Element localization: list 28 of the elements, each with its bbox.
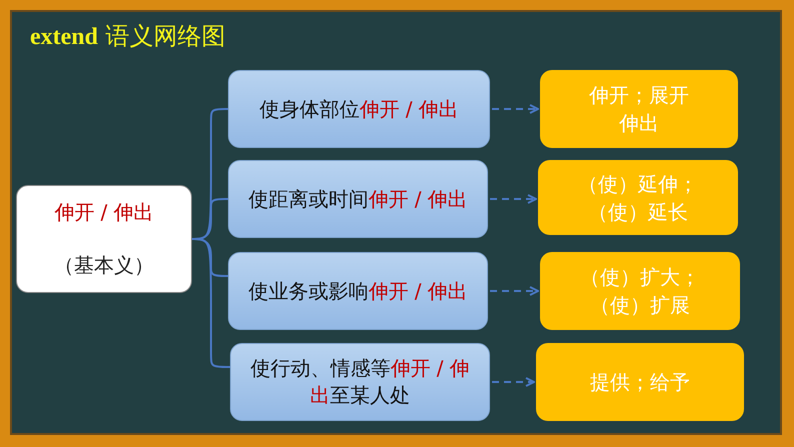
node-text: 使行动、情感等伸开 / 伸出至某人处 <box>249 355 471 409</box>
node-text: （基本义） <box>54 252 154 279</box>
dashed-arrow <box>490 194 537 204</box>
node-text: 提供；给予 <box>590 369 690 396</box>
meaning-box <box>228 160 488 238</box>
node-text: 使业务或影响伸开 / 伸出 <box>248 278 468 304</box>
meaning-box <box>230 343 490 421</box>
dashed-arrow <box>490 286 539 296</box>
translation-box <box>540 70 738 148</box>
node-text: 伸开 / 伸出 <box>54 199 154 226</box>
node-text: 使距离或时间伸开 / 伸出 <box>248 186 468 212</box>
brace-line <box>192 238 230 368</box>
dashed-arrow <box>492 377 535 387</box>
meaning-box <box>228 70 490 148</box>
base-meaning-box <box>16 185 192 293</box>
translation-box <box>536 343 744 421</box>
node-text: （使）扩展 <box>590 292 690 319</box>
meaning-box <box>228 252 488 330</box>
node-text: （使）延伸； <box>578 170 698 198</box>
dashed-arrow <box>492 104 539 114</box>
node-text: （使）延长 <box>588 198 688 226</box>
node-text: （使）扩大； <box>580 264 700 291</box>
title: extend 语义网络图 <box>30 21 226 52</box>
node-text: 伸开；展开 <box>589 82 689 109</box>
node-text: 使身体部位伸开 / 伸出 <box>259 96 459 122</box>
translation-box <box>538 160 738 235</box>
translation-box <box>540 252 740 330</box>
node-text: 伸出 <box>619 110 659 137</box>
